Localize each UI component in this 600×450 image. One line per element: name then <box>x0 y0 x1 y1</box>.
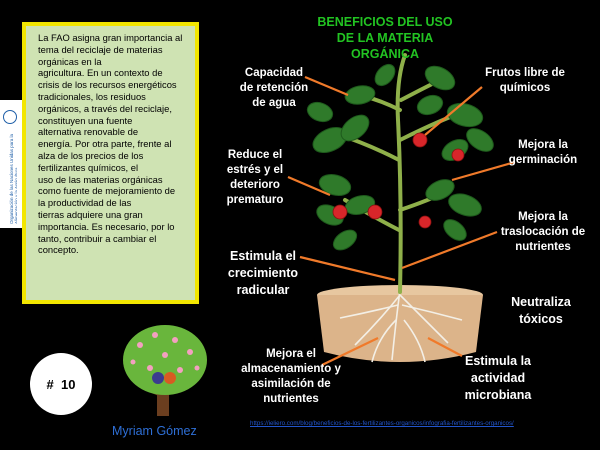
source-link[interactable]: https://ieliero.com/blog/beneficios-de-l… <box>250 420 514 427</box>
fao-logo: Organización de las Naciones Unidas para… <box>0 100 22 228</box>
tomatoes <box>332 132 465 229</box>
title-line-2: DE LA MATERIA <box>336 31 434 45</box>
benefit-chemical-free-fruit: Frutos libre de químicos <box>485 67 565 94</box>
benefit-translocation: Mejora la traslocación de nutrientes <box>500 211 586 253</box>
benefit-microbial-activity: Estimula la actividad microbiana <box>464 354 532 402</box>
benefit-root-growth: Estimula el crecimiento radicular <box>227 249 299 297</box>
info-text-box: La FAO asigna gran importancia al tema d… <box>22 22 199 304</box>
roots <box>339 289 463 363</box>
title-line-1: BENEFICIOS DEL USO <box>317 15 453 29</box>
benefit-water-retention: Capacidad de retención de agua <box>239 67 309 109</box>
benefit-toxin-neutralization: Neutraliza tóxicos <box>511 295 571 326</box>
arrows <box>287 75 516 366</box>
leaves <box>306 63 494 251</box>
benefit-nutrient-storage: Mejora el almacenamiento y asimilación d… <box>241 348 341 405</box>
author-name: Myriam Gómez <box>112 424 197 438</box>
number-badge: # 10 <box>30 353 92 415</box>
benefit-germination: Mejora la germinación <box>508 139 578 166</box>
title-line-3: ORGÁNICA <box>350 47 420 61</box>
fao-emblem-icon <box>3 110 17 124</box>
benefit-stress-reduction: Reduce el estrés y el deterioro prematur… <box>226 149 284 206</box>
author-tree-icon <box>123 325 207 416</box>
infographic-title: BENEFICIOS DEL USO DE LA MATERIA ORGÁNIC… <box>300 14 470 62</box>
badge-text: # 10 <box>46 376 76 392</box>
info-paragraph: La FAO asigna gran importancia al tema d… <box>38 32 183 256</box>
